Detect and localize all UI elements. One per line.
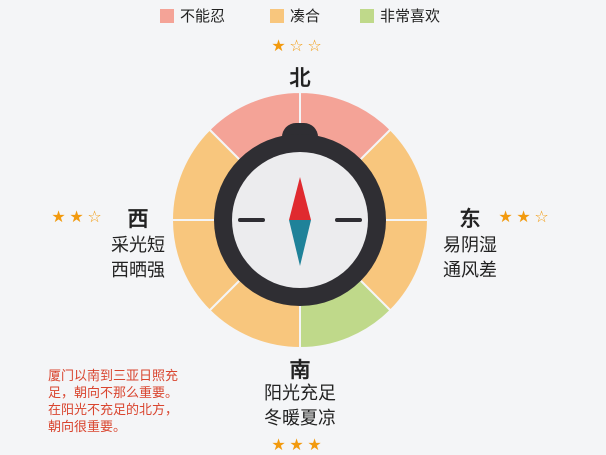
star-empty-icon: ☆ bbox=[87, 207, 103, 226]
star-empty-icon: ☆ bbox=[534, 207, 550, 226]
east-label: 东 bbox=[459, 207, 481, 231]
legend-swatch bbox=[160, 8, 174, 23]
needle-south-icon bbox=[289, 220, 311, 266]
west-desc: 采光短西晒强 bbox=[98, 233, 178, 283]
legend-label: 非常喜欢 bbox=[380, 7, 441, 25]
note-line: 足，朝向不那么重要。 bbox=[48, 386, 179, 401]
legend-item-good: 非常喜欢 bbox=[360, 5, 440, 26]
west-desc-line: 西晒强 bbox=[111, 260, 165, 281]
star-filled-icon: ★ bbox=[271, 435, 287, 454]
star-filled-icon: ★ bbox=[307, 435, 323, 454]
note-line: 在阳光不充足的北方， bbox=[48, 403, 179, 418]
east-desc-line: 易阴湿 bbox=[443, 235, 497, 256]
south-label: 南 bbox=[289, 358, 311, 382]
orientation-ring bbox=[170, 90, 430, 350]
south-desc-line: 冬暖夏凉 bbox=[264, 408, 336, 429]
east-desc-line: 通风差 bbox=[443, 260, 497, 281]
north-stars: ★☆☆ bbox=[270, 36, 324, 55]
star-filled-icon: ★ bbox=[498, 207, 514, 226]
star-empty-icon: ☆ bbox=[289, 36, 305, 55]
legend-swatch bbox=[270, 8, 284, 23]
west-label: 西 bbox=[127, 207, 149, 231]
west-stars: ★★☆ bbox=[50, 207, 104, 226]
needle-north-icon bbox=[289, 177, 311, 220]
east-stars: ★★☆ bbox=[497, 207, 551, 226]
south-desc: 阳光充足冬暖夏凉 bbox=[250, 381, 350, 431]
north-label: 北 bbox=[289, 66, 311, 90]
legend: 不能忍 凑合 非常喜欢 bbox=[0, 5, 606, 27]
south-stars: ★★★ bbox=[270, 435, 324, 454]
note-line: 厦门以南到三亚日照充 bbox=[48, 369, 179, 384]
legend-label: 不能忍 bbox=[180, 7, 226, 25]
note-text: 厦门以南到三亚日照充 足，朝向不那么重要。 在阳光不充足的北方， 朝向很重要。 bbox=[48, 368, 208, 436]
legend-swatch bbox=[360, 8, 374, 23]
star-empty-icon: ☆ bbox=[307, 36, 323, 55]
star-filled-icon: ★ bbox=[271, 36, 287, 55]
star-filled-icon: ★ bbox=[289, 435, 305, 454]
east-desc: 易阴湿通风差 bbox=[430, 233, 510, 283]
west-desc-line: 采光短 bbox=[111, 235, 165, 256]
legend-item-bad: 不能忍 bbox=[160, 5, 225, 26]
south-desc-line: 阳光充足 bbox=[264, 383, 336, 404]
star-filled-icon: ★ bbox=[516, 207, 532, 226]
star-filled-icon: ★ bbox=[51, 207, 67, 226]
legend-item-ok: 凑合 bbox=[270, 5, 320, 26]
star-filled-icon: ★ bbox=[69, 207, 85, 226]
legend-label: 凑合 bbox=[290, 7, 321, 25]
note-line: 朝向很重要。 bbox=[48, 420, 127, 435]
